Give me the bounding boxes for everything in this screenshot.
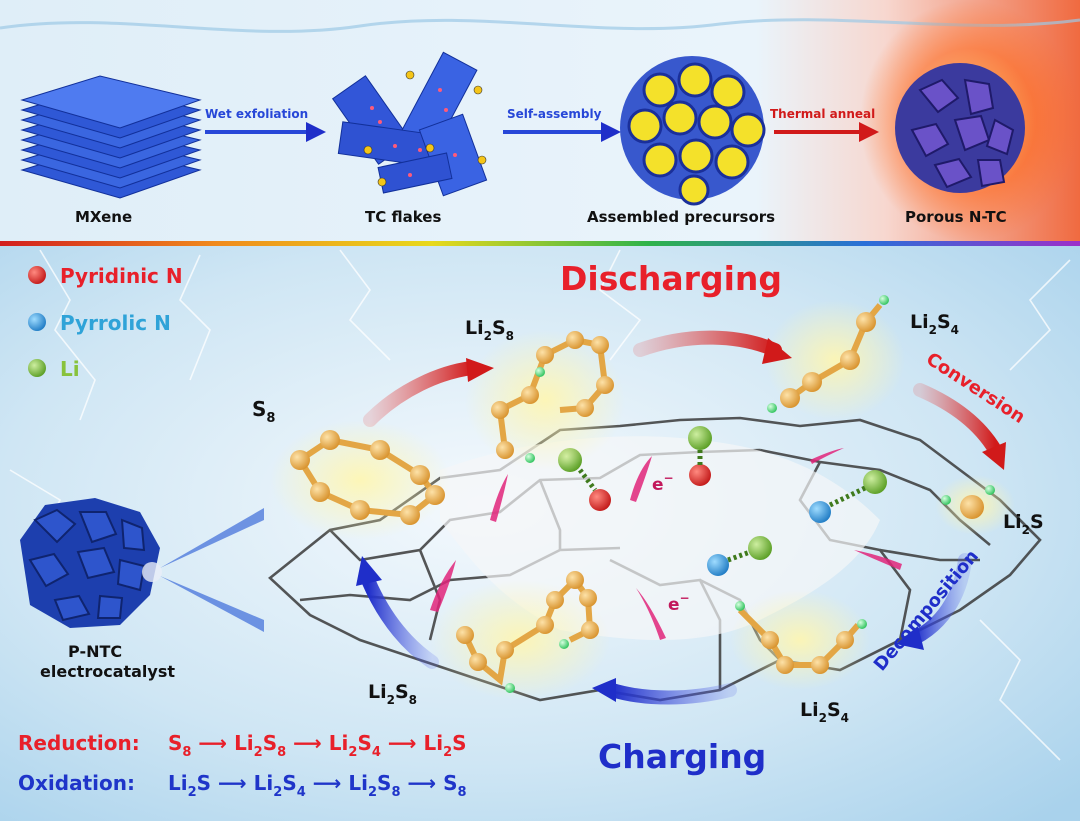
assembled-precursors-illustration — [620, 56, 766, 206]
arrow-li2s-to-li2s4 — [908, 553, 972, 645]
arrow-li2s4-to-li2s — [913, 383, 1002, 457]
arrow-s8-to-li2s8-head — [466, 358, 494, 382]
arrow-s8-to-li2s8 — [363, 361, 479, 427]
label-self-assembly: Self-assembly — [507, 107, 602, 121]
tc-flake-particles — [363, 70, 487, 187]
label-li2s8-top: Li2S8 — [465, 317, 514, 343]
title-charging: Charging — [598, 737, 766, 776]
tc-flake-dopant-dots — [370, 88, 457, 177]
label-li2s8-bottom: Li2S8 — [368, 681, 417, 707]
label-li2s4-top: Li2S4 — [910, 311, 959, 337]
p-ntc-electrocatalyst-illustration — [20, 498, 264, 632]
arrow-li2s4-to-li2s8-head — [592, 678, 616, 702]
label-p-ntc: P-NTC — [68, 642, 122, 661]
li2s8-bottom-molecule — [430, 571, 610, 700]
arrow-li2s8-to-li2s4-head — [762, 338, 792, 364]
label-li2s4-bottom: Li2S4 — [800, 699, 849, 725]
s8-molecule — [270, 420, 450, 540]
li2s8-top-molecule — [465, 330, 625, 470]
electron-transfer-marks — [430, 448, 902, 640]
porous-ntc-illustration — [895, 63, 1025, 193]
label-mxene: MXene — [75, 208, 132, 226]
oxidation-equation: Oxidation: Li2S ⟶ Li2S4 ⟶ Li2S8 ⟶ S8 — [18, 771, 467, 801]
mxene-stack-illustration — [20, 75, 202, 199]
arrow-li2s-to-li2s4-head — [896, 626, 924, 650]
label-li2s: Li2S — [1003, 511, 1044, 537]
legend-pyrrolic-n-label: Pyrrolic N — [60, 311, 171, 335]
arrow-li2s8-to-s8-head — [356, 556, 382, 586]
label-thermal-anneal: Thermal anneal — [770, 107, 875, 121]
arrow-li2s8-to-li2s4 — [633, 330, 782, 357]
label-porous-ntc: Porous N-TC — [905, 208, 1007, 226]
legend-pyridinic-n-label: Pyridinic N — [60, 264, 183, 288]
rainbow-divider — [0, 241, 1080, 246]
title-discharging: Discharging — [560, 259, 782, 298]
label-assembled-precursors: Assembled precursors — [587, 208, 775, 226]
electron-label-upper: e− — [652, 471, 674, 495]
li2s4-top-molecule — [765, 295, 905, 420]
label-wet-exfoliation: Wet exfoliation — [205, 107, 308, 121]
label-electrocatalyst: electrocatalyst — [40, 662, 175, 681]
label-tc-flakes: TC flakes — [365, 208, 441, 226]
legend-pyridinic-n-swatch — [28, 266, 46, 284]
label-s8: S8 — [252, 397, 275, 426]
li2s4-bottom-molecule — [730, 590, 870, 690]
arrow-li2s8-to-s8 — [361, 573, 439, 669]
electron-label-lower: e− — [668, 591, 690, 615]
legend-li-label: Li — [60, 357, 80, 381]
tc-flakes-illustration — [331, 51, 488, 197]
legend-li-swatch — [28, 359, 46, 377]
arrow-li2s4-to-li2s8 — [605, 683, 737, 705]
legend-pyrrolic-n-swatch — [28, 313, 46, 331]
reduction-equation: Reduction: S8 ⟶ Li2S8 ⟶ Li2S4 ⟶ Li2S — [18, 731, 467, 761]
arrow-li2s4-to-li2s-head — [982, 442, 1006, 470]
legend: Pyridinic N Pyrrolic N Li — [28, 264, 183, 381]
li2s-molecule — [935, 475, 1015, 535]
